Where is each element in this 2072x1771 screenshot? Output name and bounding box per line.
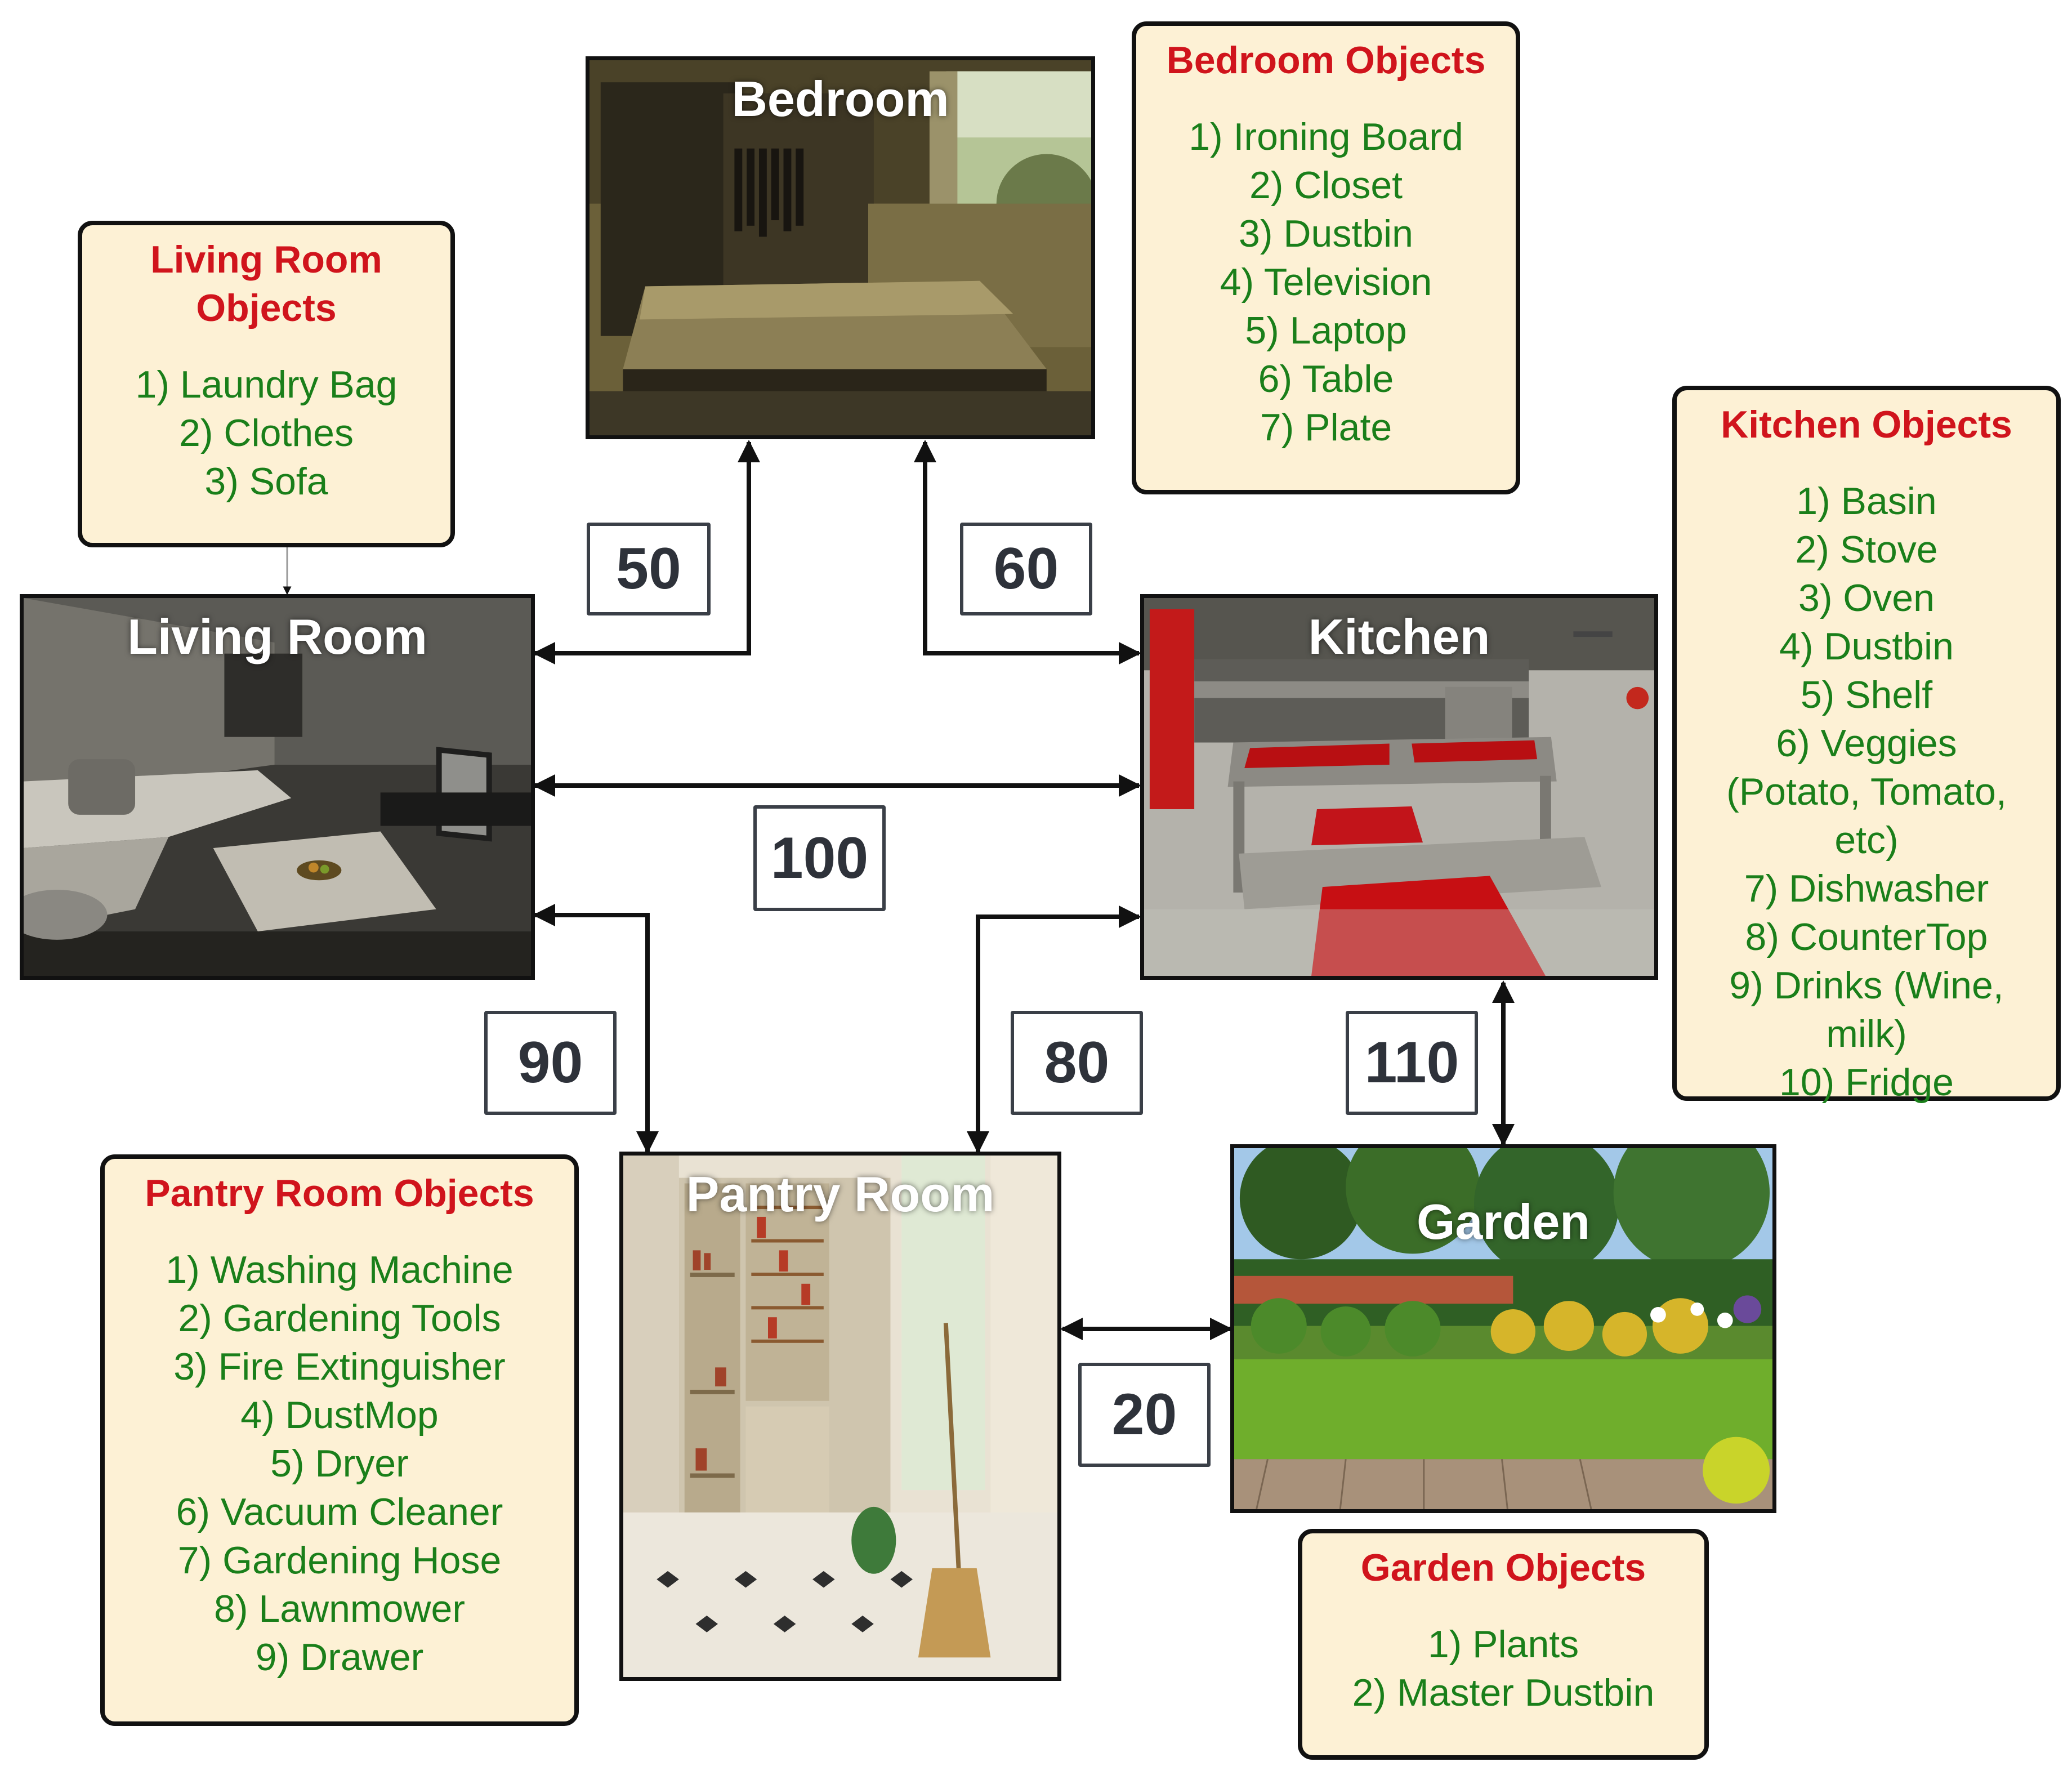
bedroom-image	[590, 60, 1091, 435]
distance-kitchen-bedroom: 60	[960, 523, 1092, 615]
distance-living-bedroom: 50	[587, 523, 711, 615]
list-item: 2) Stove	[1795, 528, 1938, 571]
edge-living-pantry	[533, 904, 659, 1154]
list-item: 1) Ironing Board	[1189, 115, 1463, 158]
garden-title: Garden	[1416, 1194, 1591, 1250]
pantry-room-image	[623, 1156, 1057, 1677]
kitchen-objects-heading: Kitchen Objects	[1721, 403, 2012, 446]
list-item: 2) Master Dustbin	[1352, 1671, 1655, 1714]
list-item: 3) Dustbin	[1239, 212, 1413, 255]
list-item: 9) Drawer	[255, 1636, 424, 1679]
garden-objects-heading: Garden Objects	[1360, 1546, 1646, 1589]
list-item: 1) Laundry Bag	[135, 363, 398, 406]
list-item: 5) Laptop	[1245, 309, 1407, 352]
list-item: 2) Gardening Tools	[178, 1297, 501, 1340]
list-item: 6) Veggies (Potato, Tomato, etc)	[1726, 722, 2007, 862]
edge-living-bedroom	[533, 440, 760, 664]
garden-scene: Garden	[1230, 1144, 1776, 1513]
list-item: 1) Basin	[1796, 480, 1937, 523]
list-item: 1) Washing Machine	[166, 1248, 513, 1291]
pantry-room-title: Pantry Room	[686, 1166, 995, 1222]
pantry-room-scene: Pantry Room	[619, 1152, 1061, 1681]
bedroom-scene: Bedroom	[586, 56, 1095, 439]
list-item: 7) Plate	[1260, 406, 1392, 449]
pantry-room-objects-heading: Pantry Room Objects	[145, 1172, 534, 1215]
distance-pantry-garden: 20	[1078, 1363, 1211, 1467]
list-item: 8) CounterTop	[1745, 916, 1988, 958]
list-item: 3) Oven	[1798, 577, 1935, 619]
list-item: 4) DustMop	[240, 1394, 439, 1437]
living-room-objects-box: Living Room Objects 1) Laundry Bag 2) Cl…	[78, 221, 455, 547]
list-item: 3) Fire Extinguisher	[173, 1345, 506, 1388]
distance-living-pantry: 90	[484, 1011, 617, 1115]
kitchen-scene: Kitchen	[1140, 594, 1658, 980]
list-item: 7) Dishwasher	[1744, 867, 1989, 910]
bedroom-title: Bedroom	[731, 71, 949, 127]
list-item: 1) Plants	[1427, 1623, 1579, 1666]
garden-objects-box: Garden Objects 1) Plants 2) Master Dustb…	[1298, 1529, 1709, 1760]
list-item: 9) Drinks (Wine, milk)	[1729, 964, 2004, 1055]
kitchen-title: Kitchen	[1308, 609, 1490, 664]
living-room-image	[24, 598, 531, 976]
list-item: 3) Sofa	[204, 460, 328, 503]
garden-image	[1234, 1148, 1772, 1509]
living-room-objects-heading: Living Room Objects	[150, 238, 382, 329]
kitchen-image	[1144, 598, 1654, 976]
living-room-scene: Living Room	[20, 594, 535, 980]
list-item: 10) Fridge	[1779, 1061, 1954, 1104]
distance-living-kitchen: 100	[753, 805, 886, 911]
bedroom-objects-box: Bedroom Objects 1) Ironing Board 2) Clos…	[1132, 21, 1520, 494]
edge-kitchen-bedroom	[914, 440, 1141, 664]
distance-kitchen-garden: 110	[1346, 1011, 1478, 1115]
bedroom-objects-heading: Bedroom Objects	[1166, 39, 1486, 82]
list-item: 6) Table	[1258, 358, 1394, 400]
kitchen-objects-box: Kitchen Objects 1) Basin 2) Stove 3) Ove…	[1672, 386, 2061, 1104]
list-item: 4) Dustbin	[1779, 625, 1954, 668]
distance-kitchen-pantry: 80	[1011, 1011, 1143, 1115]
edge-kitchen-pantry	[967, 905, 1141, 1154]
list-item: 2) Clothes	[179, 412, 354, 454]
list-item: 4) Television	[1220, 261, 1432, 304]
list-item: 7) Gardening Hose	[177, 1539, 502, 1582]
list-item: 5) Shelf	[1800, 673, 1933, 716]
list-item: 8) Lawnmower	[214, 1587, 465, 1630]
list-item: 5) Dryer	[270, 1442, 409, 1485]
pantry-room-objects-box: Pantry Room Objects 1) Washing Machine 2…	[100, 1154, 579, 1726]
list-item: 2) Closet	[1249, 164, 1403, 207]
list-item: 6) Vacuum Cleaner	[176, 1491, 503, 1533]
living-room-title: Living Room	[127, 609, 427, 664]
